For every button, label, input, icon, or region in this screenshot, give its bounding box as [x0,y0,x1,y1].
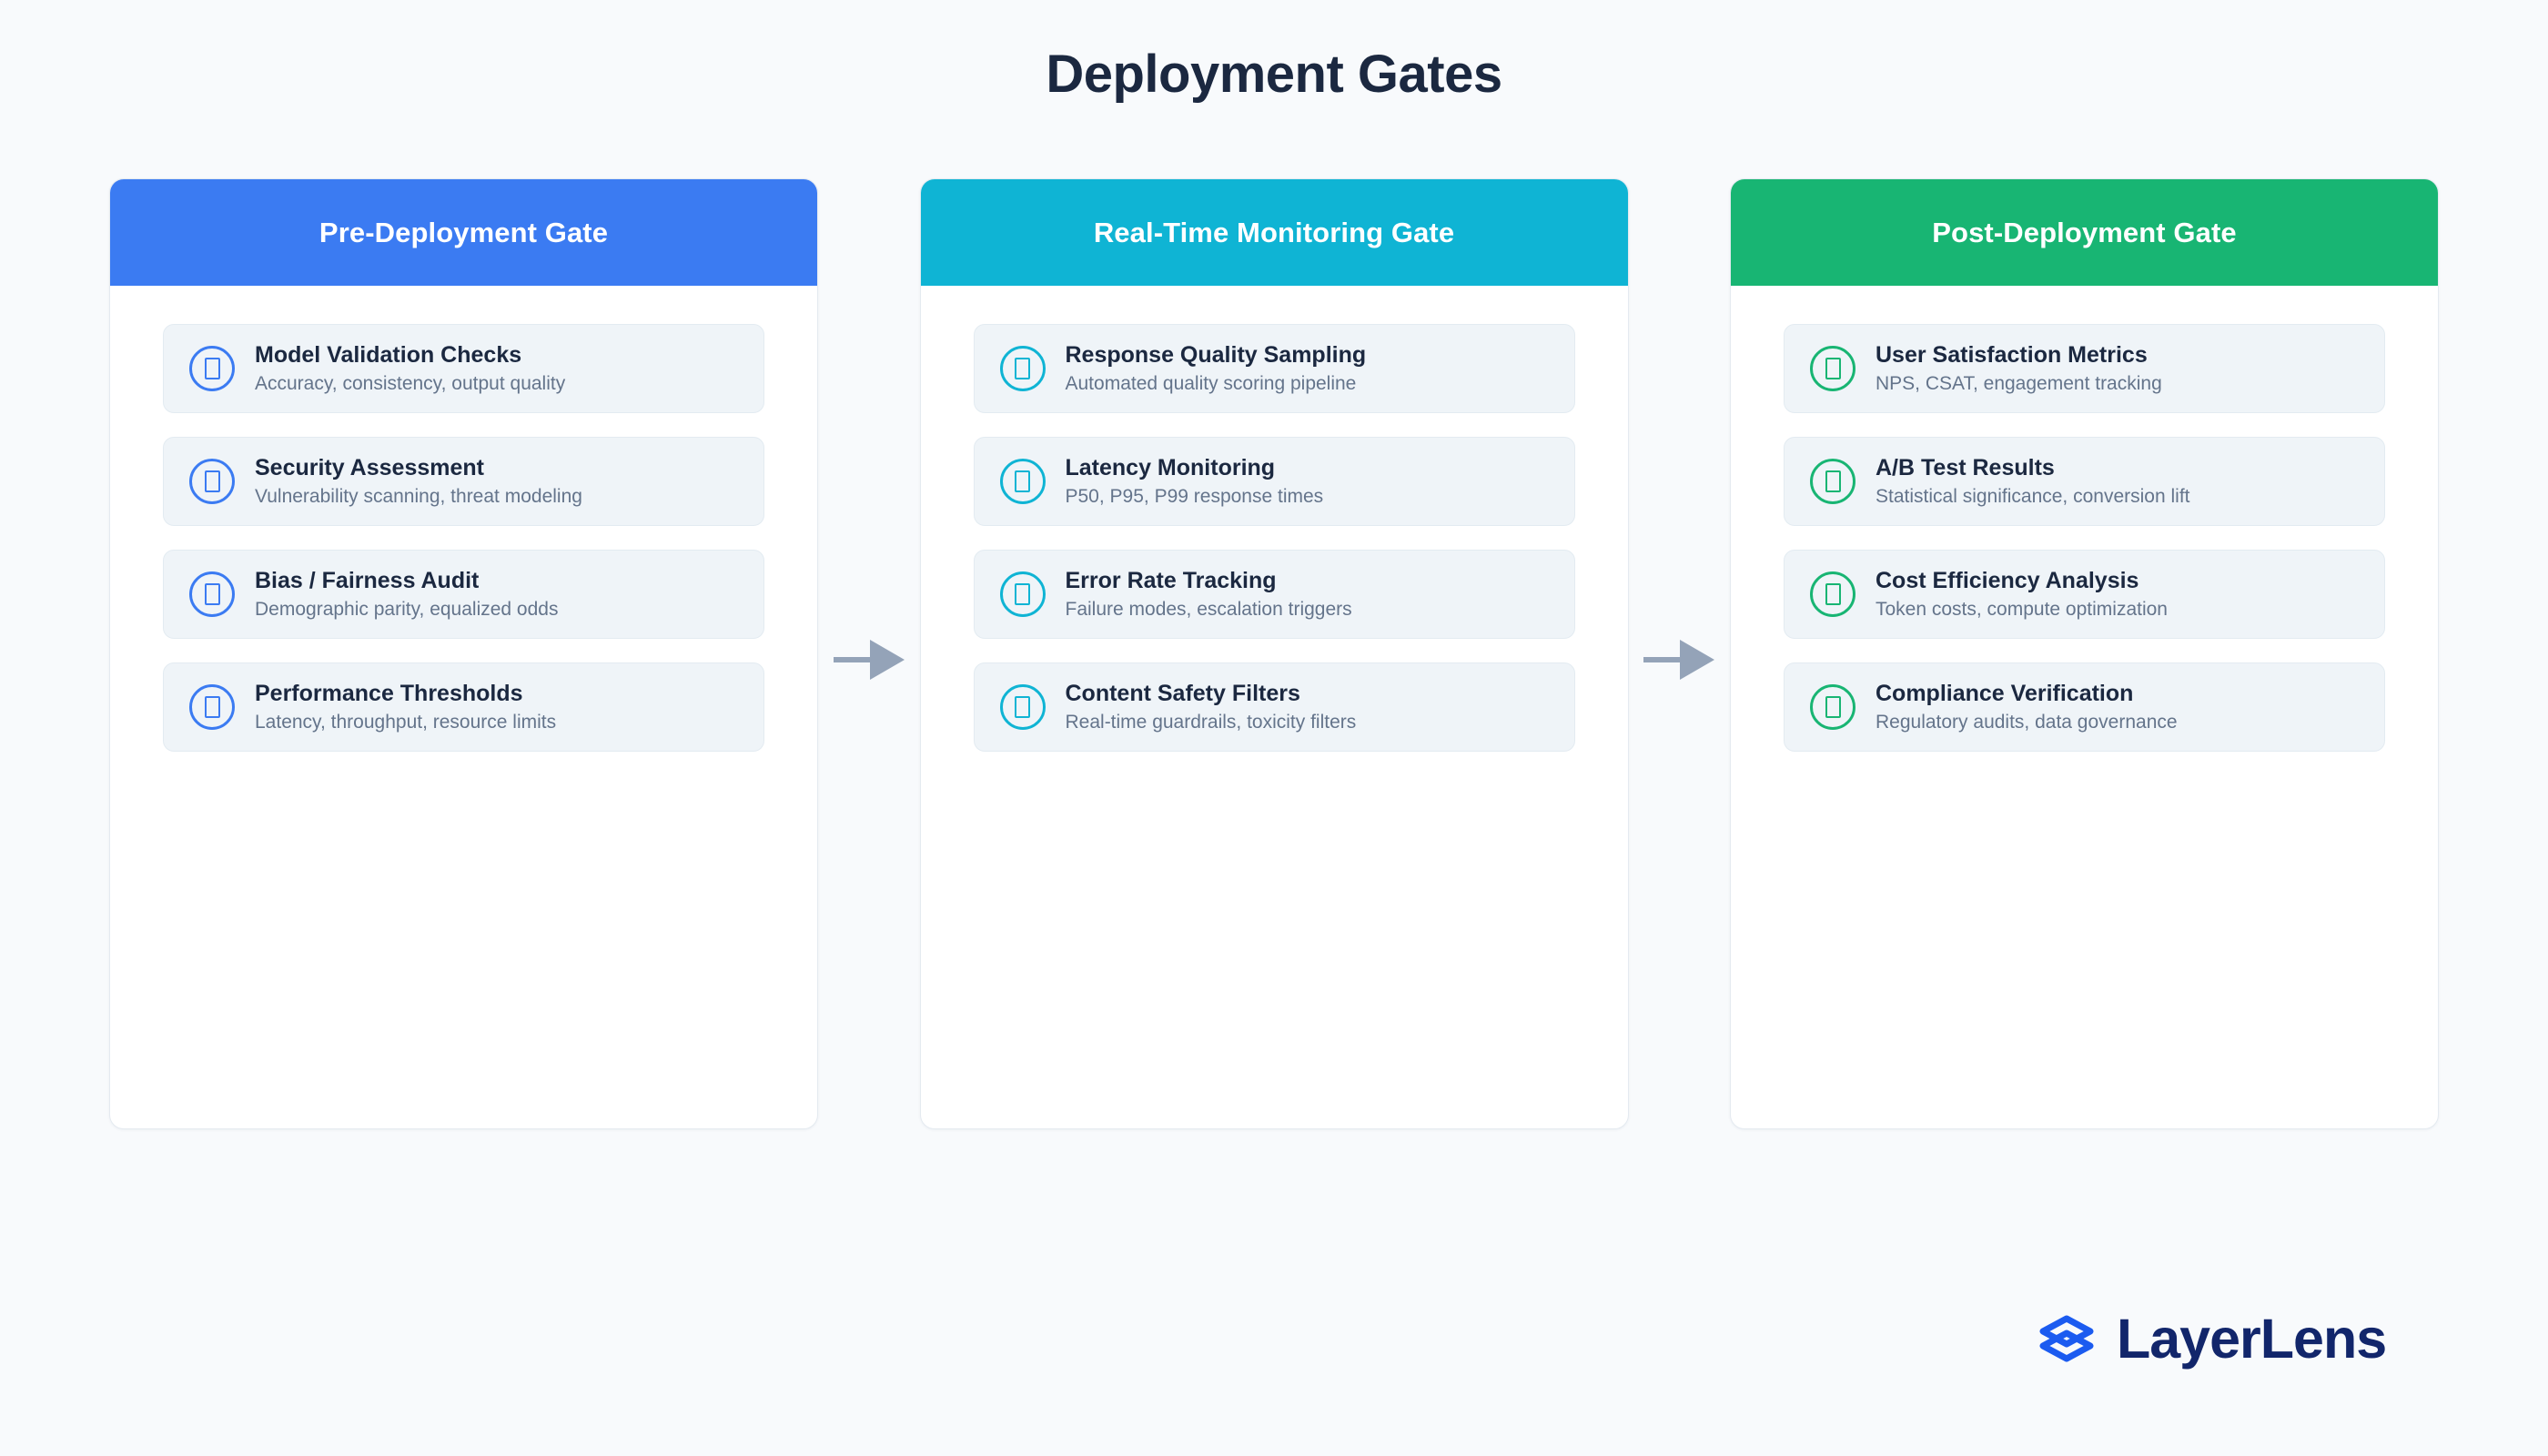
gate-header-real-time-monitoring: Real-Time Monitoring Gate [920,179,1628,286]
rounded-square-icon [189,459,235,504]
gate-item[interactable]: User Satisfaction Metrics NPS, CSAT, eng… [1784,324,2385,413]
gate-item[interactable]: Latency Monitoring P50, P95, P99 respons… [973,437,1575,526]
rounded-square-icon [189,571,235,617]
gate-item[interactable]: Compliance Verification Regulatory audit… [1784,662,2385,752]
gate-item-desc: Demographic parity, equalized odds [255,599,559,620]
layers-diamond-icon [2037,1309,2097,1369]
gate-item[interactable]: Model Validation Checks Accuracy, consis… [163,324,764,413]
gate-item-desc: P50, P95, P99 response times [1065,486,1324,507]
gate-item-desc: Real-time guardrails, toxicity filters [1065,712,1357,733]
gate-body-post-deployment: User Satisfaction Metrics NPS, CSAT, eng… [1731,286,2438,1128]
gate-item-title: User Satisfaction Metrics [1876,342,2148,368]
gate-item-desc: Automated quality scoring pipeline [1065,373,1357,394]
gate-item-desc: Latency, throughput, resource limits [255,712,557,733]
gate-item-desc: Accuracy, consistency, output quality [255,373,566,394]
arrow-right-icon [833,639,905,680]
rounded-square-icon [189,346,235,391]
rounded-square-icon [999,459,1046,504]
gate-item-title: Security Assessment [255,455,484,480]
gate-item-desc: Regulatory audits, data governance [1876,712,2178,733]
gate-item-title: A/B Test Results [1876,455,2055,480]
gate-item[interactable]: Error Rate Tracking Failure modes, escal… [973,550,1575,639]
gate-header-post-deployment: Post-Deployment Gate [1731,179,2438,286]
gate-item-title: Performance Thresholds [255,681,523,706]
gate-body-real-time-monitoring: Response Quality Sampling Automated qual… [921,286,1628,1128]
gate-item[interactable]: Cost Efficiency Analysis Token costs, co… [1784,550,2385,639]
gate-item-title: Bias / Fairness Audit [255,568,480,593]
rounded-square-icon [1810,459,1855,504]
gate-item-desc: Failure modes, escalation triggers [1065,599,1352,620]
gate-body-pre-deployment: Model Validation Checks Accuracy, consis… [110,286,817,1128]
gate-item-title: Content Safety Filters [1065,681,1300,706]
gate-item-desc: Token costs, compute optimization [1876,599,2168,620]
gate-header-pre-deployment: Pre-Deployment Gate [110,179,817,286]
gate-item[interactable]: Content Safety Filters Real-time guardra… [973,662,1575,752]
gate-item-desc: Statistical significance, conversion lif… [1876,486,2190,507]
gate-item[interactable]: Performance Thresholds Latency, throughp… [163,662,764,752]
gate-panel-real-time-monitoring: Real-Time Monitoring Gate Response Quali… [919,178,1629,1129]
gate-panel-post-deployment: Post-Deployment Gate User Satisfaction M… [1730,178,2439,1129]
gate-item-desc: NPS, CSAT, engagement tracking [1876,373,2162,394]
rounded-square-icon [1810,346,1855,391]
gate-item[interactable]: Bias / Fairness Audit Demographic parity… [163,550,764,639]
page-title: Deployment Gates [1046,45,1502,104]
gate-item[interactable]: Security Assessment Vulnerability scanni… [163,437,764,526]
arrow-right-icon [1643,639,1715,680]
brand-logo: LayerLens [2037,1307,2387,1370]
brand-name: LayerLens [2117,1307,2387,1370]
connector-gap [818,178,920,1129]
gate-item[interactable]: A/B Test Results Statistical significanc… [1784,437,2385,526]
gates-row: Pre-Deployment Gate Model Validation Che… [109,178,2439,1129]
gate-item-title: Compliance Verification [1876,681,2134,706]
connector-gap [1629,178,1731,1129]
gate-item[interactable]: Response Quality Sampling Automated qual… [973,324,1575,413]
gate-panel-pre-deployment: Pre-Deployment Gate Model Validation Che… [109,178,818,1129]
gate-item-title: Error Rate Tracking [1065,568,1277,593]
rounded-square-icon [1810,684,1855,730]
gate-item-title: Response Quality Sampling [1065,342,1367,368]
gate-item-title: Model Validation Checks [255,342,522,368]
rounded-square-icon [1810,571,1855,617]
gate-item-title: Latency Monitoring [1065,455,1276,480]
gate-item-title: Cost Efficiency Analysis [1876,568,2139,593]
rounded-square-icon [999,684,1046,730]
gate-item-desc: Vulnerability scanning, threat modeling [255,486,582,507]
rounded-square-icon [999,571,1046,617]
rounded-square-icon [189,684,235,730]
rounded-square-icon [999,346,1046,391]
